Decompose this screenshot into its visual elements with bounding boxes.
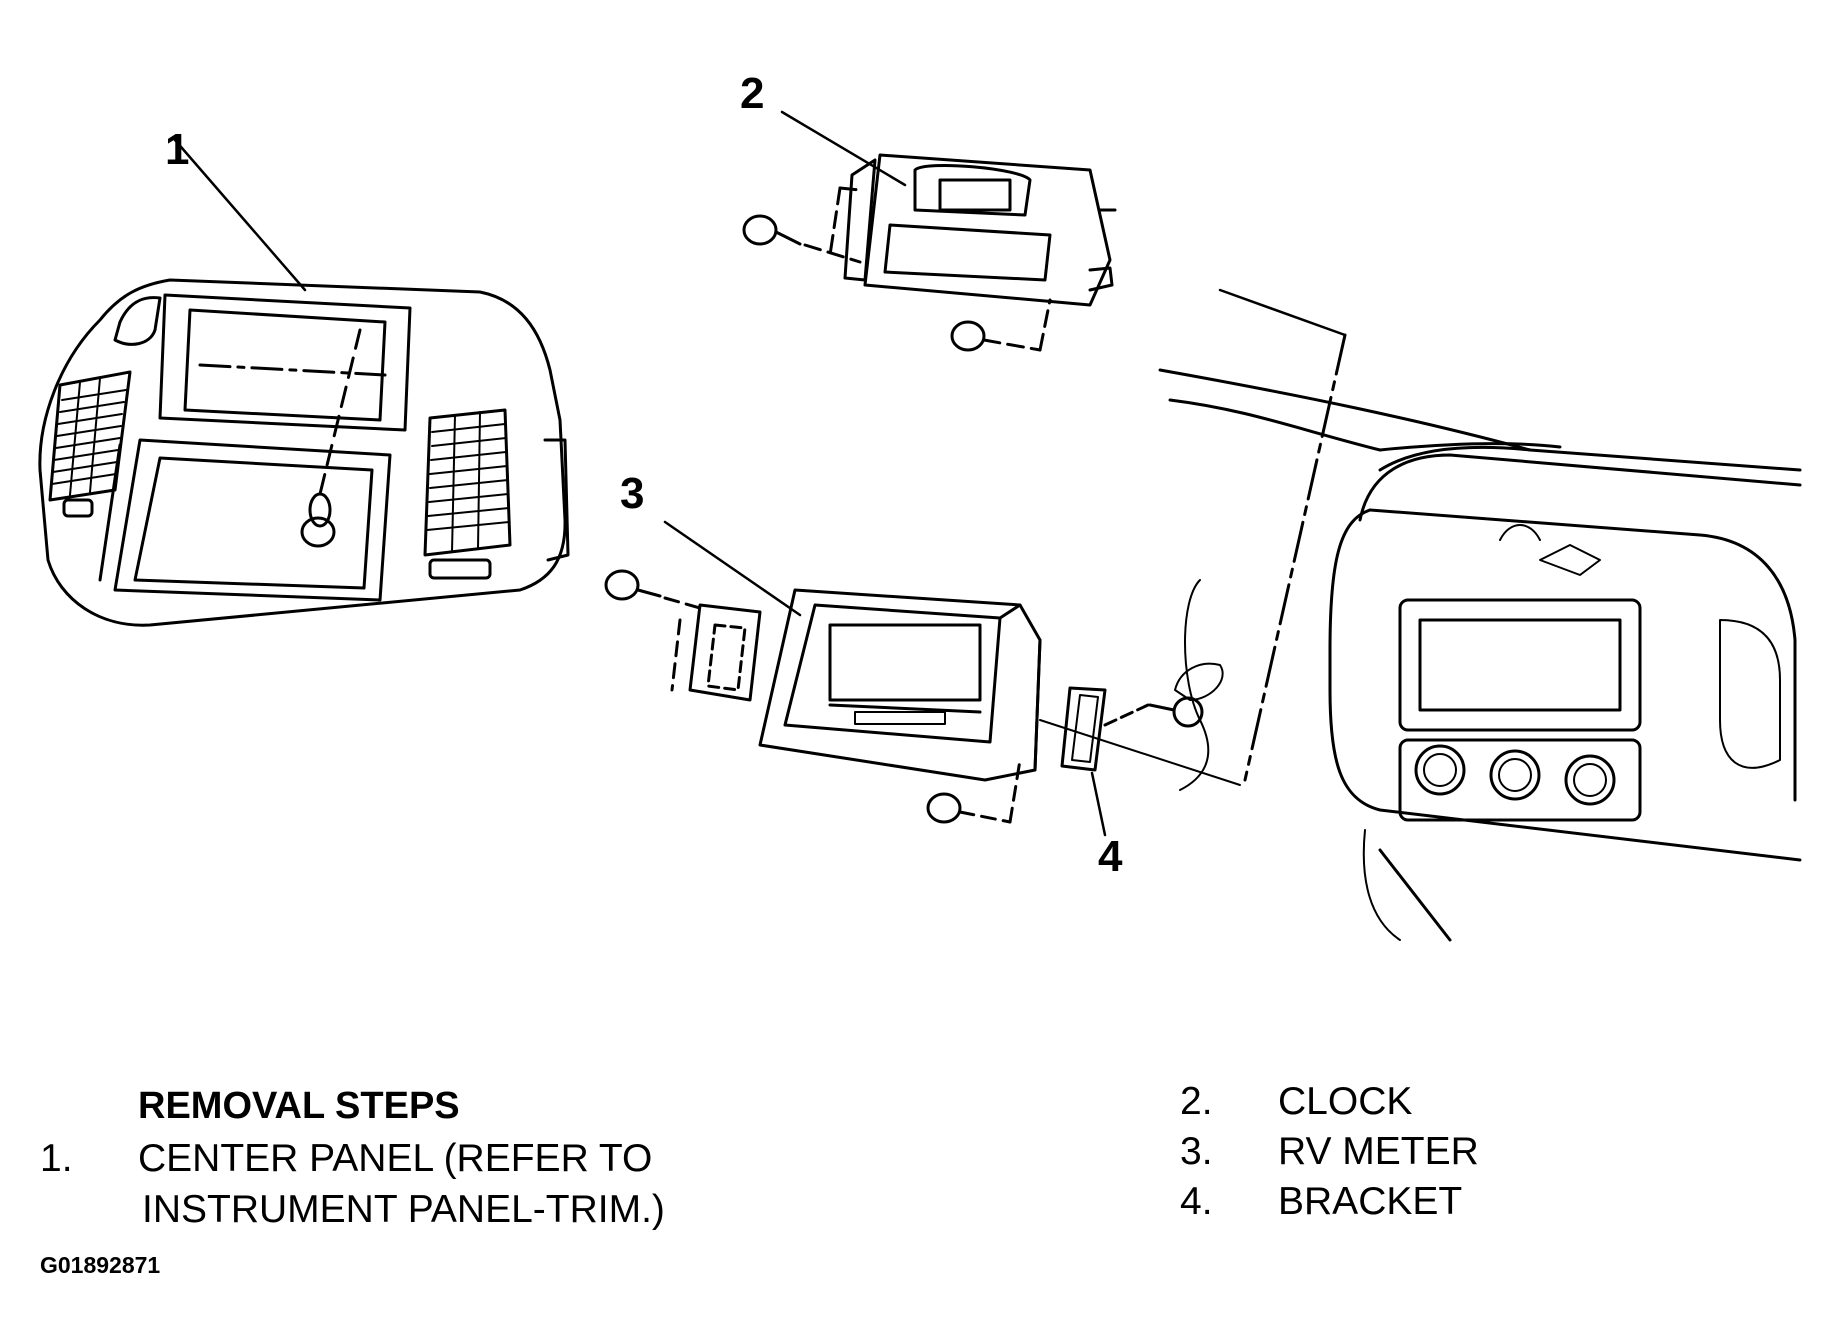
callout-4: 4 <box>1098 832 1123 881</box>
step-4-number: 4. <box>1180 1180 1213 1223</box>
step-3-text: RV METER <box>1278 1130 1479 1173</box>
exploded-view-drawing <box>38 110 1802 942</box>
callout-1: 1 <box>165 125 190 174</box>
step-1-number: 1. <box>40 1137 73 1180</box>
callout-2: 2 <box>740 69 765 118</box>
dashboard-context <box>1039 288 1802 942</box>
legend-title: REMOVAL STEPS <box>138 1085 460 1127</box>
step-1-text-line2: INSTRUMENT PANEL-TRIM.) <box>142 1188 665 1231</box>
step-2-text: CLOCK <box>1278 1080 1413 1123</box>
step-1-text-line1: CENTER PANEL (REFER TO <box>138 1137 653 1180</box>
figure-id: G01892871 <box>40 1252 161 1278</box>
clock-part <box>742 110 1117 352</box>
rv-meter-part <box>604 520 1204 837</box>
step-4-text: BRACKET <box>1278 1180 1463 1223</box>
center-panel-part <box>38 138 570 627</box>
step-3-number: 3. <box>1180 1130 1213 1173</box>
step-2-number: 2. <box>1180 1080 1213 1123</box>
callout-3: 3 <box>620 469 645 518</box>
